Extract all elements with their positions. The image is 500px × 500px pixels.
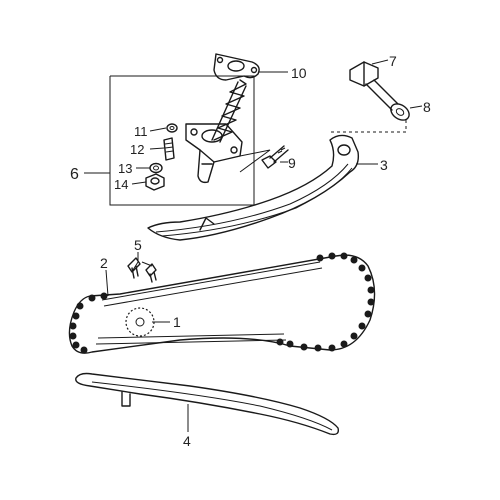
part-9-bolt <box>261 145 289 169</box>
callout-8: 8 <box>423 99 431 115</box>
callout-2: 2 <box>100 255 108 271</box>
tensioner-body <box>185 123 243 184</box>
part-14-nut <box>145 173 165 191</box>
callout-12: 12 <box>130 142 144 157</box>
callout-3: 3 <box>380 157 388 173</box>
callout-14: 14 <box>114 177 128 192</box>
part-1-sprocket <box>125 307 155 337</box>
leader-12 <box>149 147 165 150</box>
leader-11 <box>149 127 167 132</box>
part-10-gasket <box>213 53 260 81</box>
callout-13: 13 <box>118 161 132 176</box>
callout-1: 1 <box>173 314 181 330</box>
part-2-chain <box>68 252 376 354</box>
callout-7: 7 <box>389 53 397 69</box>
callout-6: 6 <box>70 166 79 183</box>
callout-11: 11 <box>134 124 148 139</box>
callout-10: 10 <box>291 65 307 81</box>
leader-7-8 <box>330 120 407 133</box>
part-12-pin <box>163 137 175 161</box>
part-8-washer <box>390 103 410 121</box>
leader-7 <box>371 59 389 65</box>
callout-5: 5 <box>134 237 142 253</box>
tensioner-spring <box>211 79 247 143</box>
leader-lines <box>84 59 423 432</box>
part-11-washer <box>166 123 178 133</box>
part-13-washer <box>149 162 163 174</box>
callout-4: 4 <box>183 433 191 449</box>
part-4-guide <box>75 372 340 436</box>
part-7-bolt <box>349 61 399 111</box>
part-5-bolts <box>127 257 157 283</box>
leader-8 <box>409 105 423 109</box>
leader-14 <box>131 181 147 185</box>
part-3-guide <box>147 134 360 241</box>
leader-9b <box>239 149 271 173</box>
callout-9: 9 <box>288 155 296 171</box>
leader-2 <box>105 269 109 297</box>
